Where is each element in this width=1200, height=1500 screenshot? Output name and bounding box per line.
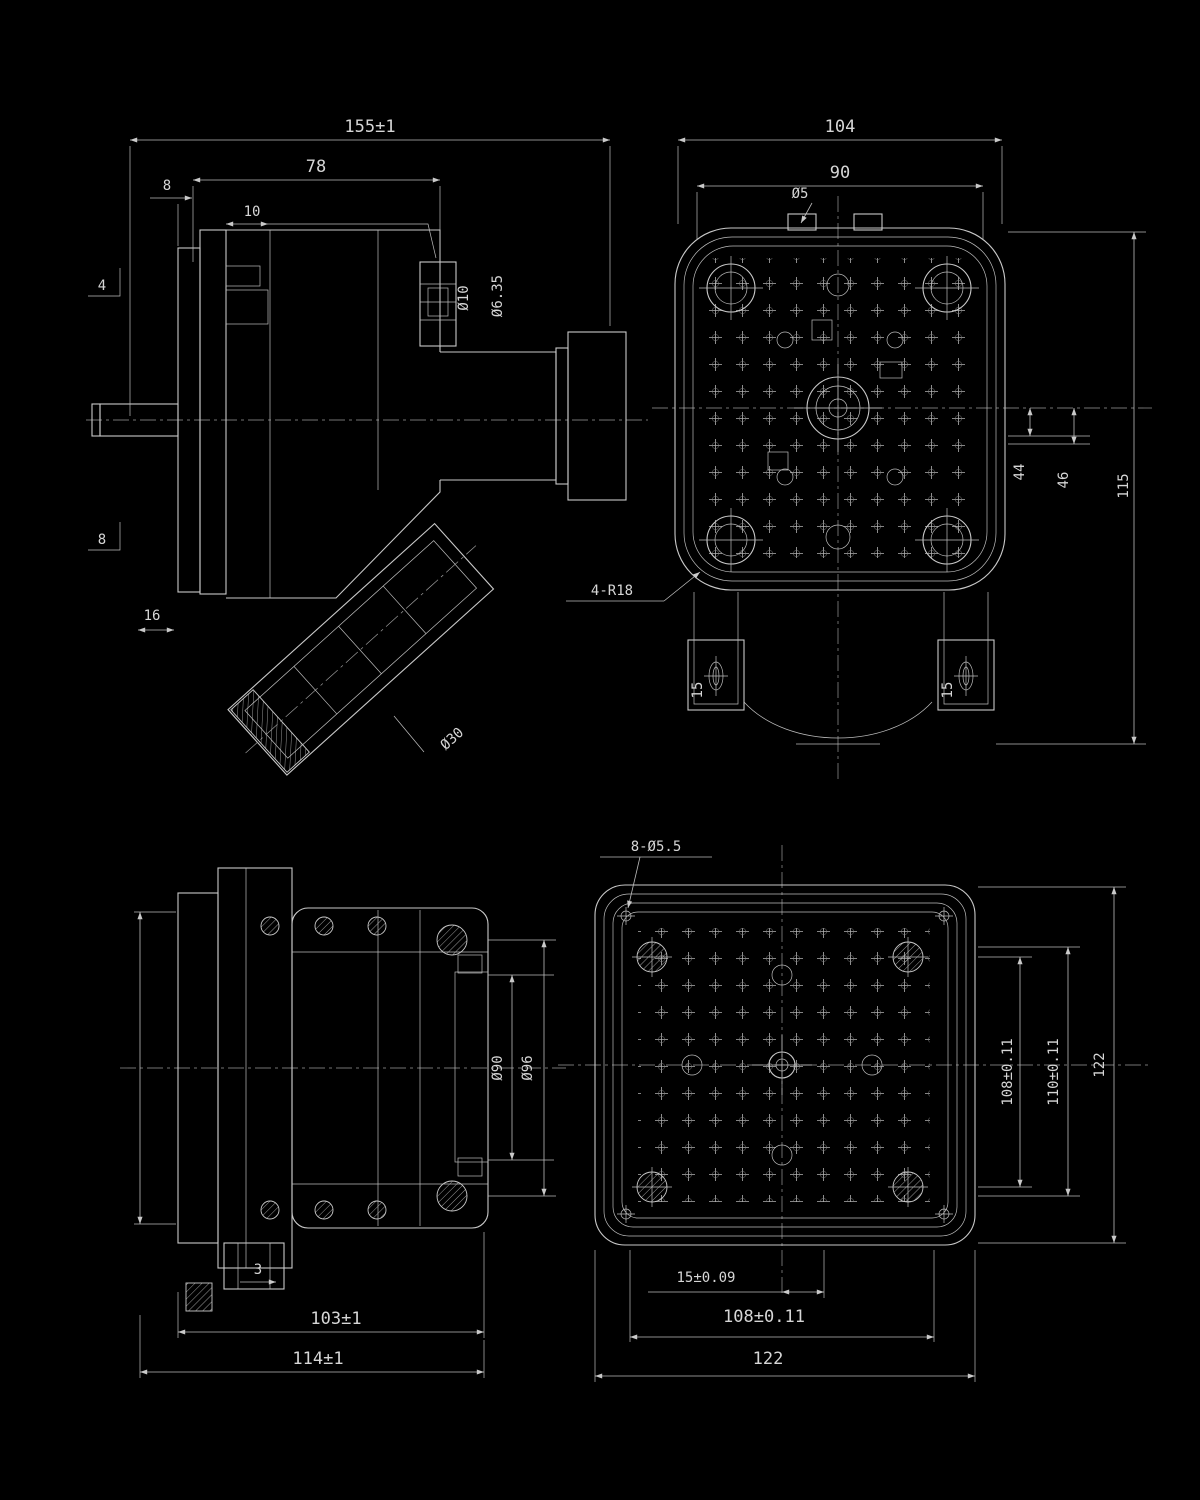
dim-114: 114±1	[292, 1349, 343, 1369]
dim-115: 115	[1116, 473, 1132, 498]
corner-screw-holes	[699, 256, 979, 572]
dim-16: 16	[144, 608, 161, 624]
dim-tab-left: 15	[690, 682, 706, 699]
label-shaft-dia-2: Ø6.35	[490, 275, 506, 317]
note-holes: 8-Ø5.5	[631, 839, 682, 855]
dim-122-right: 122	[1092, 1052, 1108, 1077]
note-corner-radius: 4-R18	[591, 583, 633, 599]
dim-108-right: 108±0.11	[1000, 1038, 1016, 1105]
view-front-top: 104 90 Ø5 44 46 115 4-R18 15 15	[566, 117, 1152, 780]
view-side-bottom: Ø90 Ø96 3 103±1 114±1	[120, 867, 566, 1378]
dim-8: 8	[163, 178, 171, 194]
center-hole	[681, 964, 883, 1166]
dim-108-bottom: 108±0.11	[723, 1307, 805, 1327]
view-side-top: 155±1 78 8 10 Ø10 Ø6.35 4 8 16 Ø30	[86, 117, 648, 776]
dim-78: 78	[306, 157, 326, 177]
dim-3: 3	[254, 1262, 262, 1278]
dim-103: 103±1	[310, 1309, 361, 1329]
dim-dia-90: Ø90	[490, 1055, 506, 1080]
dim-46: 46	[1056, 472, 1072, 489]
dim-122-bottom: 122	[753, 1349, 784, 1369]
label-dia-5: Ø5	[792, 186, 809, 202]
dim-overall-length: 155±1	[344, 117, 395, 137]
corner-pin-holes	[617, 907, 953, 1223]
dim-44: 44	[1012, 464, 1028, 481]
dim-110-right: 110±0.11	[1046, 1038, 1062, 1105]
dim-104: 104	[825, 117, 856, 137]
label-dia-30: Ø30	[438, 725, 468, 754]
housing-screws	[260, 916, 468, 1220]
label-shaft-dia: Ø10	[456, 285, 472, 310]
center-boss	[776, 273, 904, 550]
corner-screws	[632, 937, 928, 1207]
dim-tab-right: 15	[940, 682, 956, 699]
flag-upper: 4	[98, 278, 106, 294]
dim-90: 90	[830, 163, 850, 183]
dim-15: 15±0.09	[676, 1270, 735, 1286]
view-front-bottom: 8-Ø5.5 108±0.11 110±0.11 122 15±0.09 108…	[558, 839, 1150, 1382]
flag-lower: 8	[98, 532, 106, 548]
dim-10: 10	[244, 204, 261, 220]
dim-dia-96: Ø96	[520, 1055, 536, 1080]
